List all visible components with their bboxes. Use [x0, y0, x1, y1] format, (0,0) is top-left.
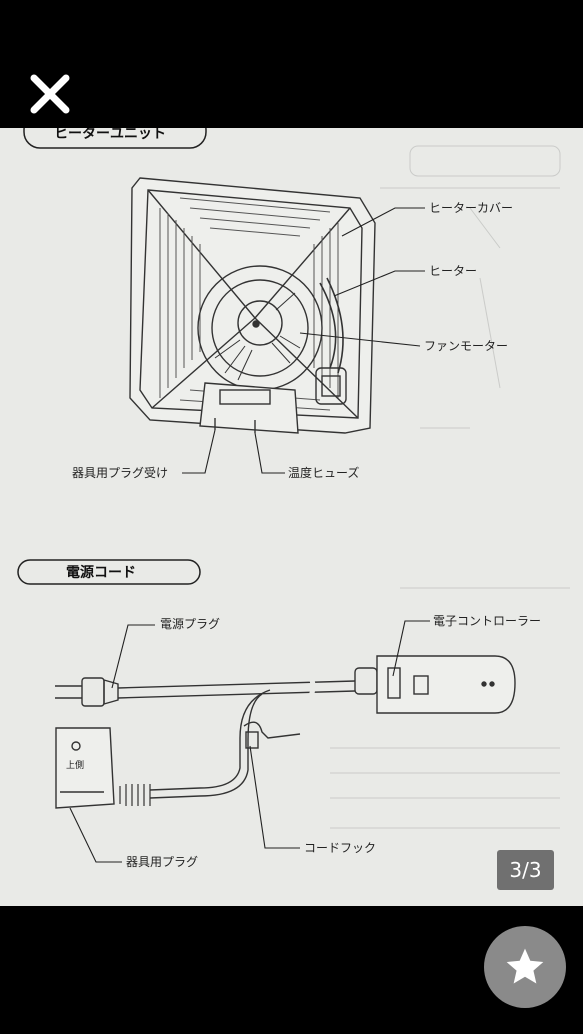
- section1-title-text: ヒーターユニット: [54, 128, 166, 142]
- label-power-plug: 電源プラグ: [160, 617, 220, 631]
- label-electronic-controller: 電子コントローラー: [433, 614, 541, 628]
- manual-photo: ヒーターユニット: [0, 128, 583, 906]
- favorite-button[interactable]: [484, 926, 566, 1008]
- section1-title: ヒーターユニット: [23, 128, 207, 149]
- label-fan-motor: ファンモーター: [424, 339, 508, 353]
- plug-marking-text: 上側: [66, 759, 84, 771]
- label-heater-cover: ヒーターカバー: [429, 201, 513, 215]
- label-appliance-plug-socket: 器具用プラグ受け: [72, 466, 168, 480]
- star-icon: [506, 948, 544, 984]
- section2-title-text: 電源コード: [66, 564, 136, 581]
- heater-unit-diagram: [129, 177, 376, 434]
- label-heater: ヒーター: [429, 264, 477, 278]
- label-cord-hook: コードフック: [304, 841, 376, 855]
- top-bar: [0, 0, 583, 128]
- section2-title: 電源コード: [17, 559, 201, 585]
- close-button[interactable]: [28, 72, 72, 116]
- label-appliance-plug: 器具用プラグ: [126, 855, 198, 869]
- page-counter: 3/3: [497, 850, 554, 890]
- label-thermal-fuse: 温度ヒューズ: [288, 465, 359, 480]
- power-cord-diagram: [55, 655, 516, 809]
- close-icon: [30, 74, 70, 114]
